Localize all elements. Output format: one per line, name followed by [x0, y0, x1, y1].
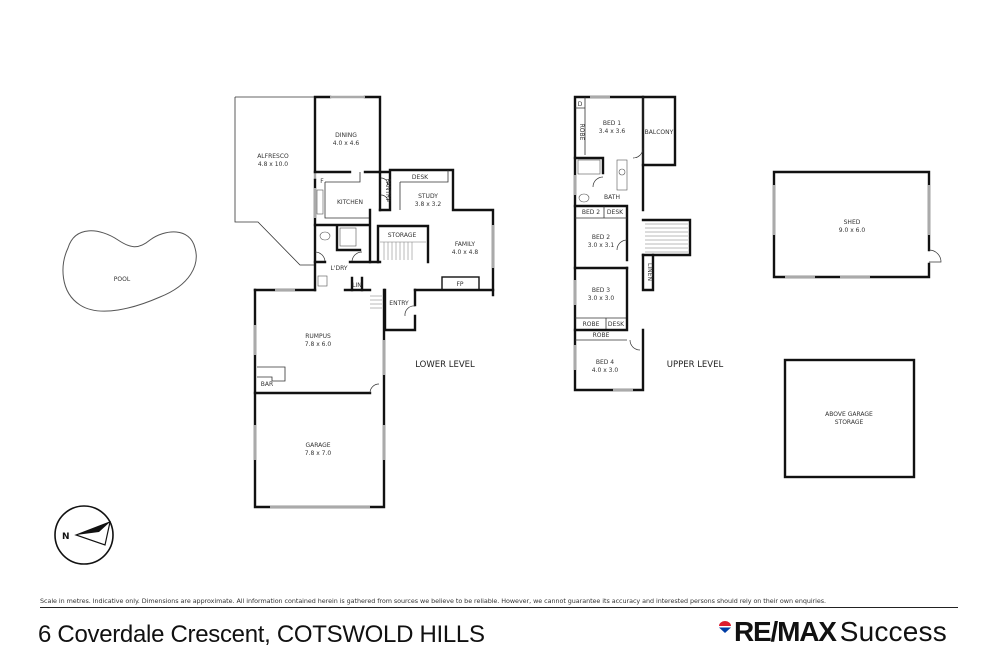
above-garage-storage: ABOVE GARAGE STORAGE [783, 358, 916, 479]
bed1-dims: 3.4 x 3.6 [599, 128, 626, 135]
remax-balloon-icon [719, 621, 731, 633]
bed1-d-label: D [578, 101, 583, 108]
bed2-dims: 3.0 x 3.1 [588, 242, 615, 249]
floor-plan: POOL F KITCHEN PANTRY DESK STUDY 3.8 x 3… [54, 95, 942, 565]
north-label: N [62, 532, 70, 542]
rumpus-dims: 7.8 x 6.0 [305, 341, 332, 348]
bed4-dims: 4.0 x 3.0 [592, 367, 619, 374]
brand-remax: RE/MAX [734, 616, 837, 647]
bed1-robe-label: ROBE [578, 124, 585, 141]
storage-label: STORAGE [388, 232, 417, 239]
alfresco-label: ALFRESCO [257, 153, 289, 160]
bath-label: BATH [604, 194, 620, 201]
above-garage-label: ABOVE GARAGE [825, 411, 873, 418]
kitchen-label: KITCHEN [337, 199, 363, 206]
pool: POOL [62, 230, 197, 312]
bed4-label: BED 4 [596, 359, 614, 366]
lower-stairs [380, 241, 426, 260]
fridge-label: F [320, 178, 324, 185]
pool-label: POOL [114, 276, 131, 283]
above-garage-label-2: STORAGE [835, 419, 864, 426]
brand-success: Success [839, 616, 947, 647]
bed1-label: BED 1 [603, 120, 621, 127]
bed3-label: BED 3 [592, 287, 610, 294]
shed-plan: SHED 9.0 x 6.0 [772, 170, 942, 279]
upper-level-plan: BALCONY D ROBE BED 1 3.4 x 3.6 BATH BED … [573, 95, 724, 392]
brand-logo: RE/MAX Success [718, 616, 947, 648]
family-label: FAMILY [455, 241, 475, 248]
entry-label: ENTRY [389, 300, 409, 307]
bed4-robe-label: ROBE [593, 332, 610, 339]
balcony-label: BALCONY [645, 129, 674, 136]
rumpus-label: RUMPUS [305, 333, 331, 340]
linen-label: LIN [352, 282, 362, 289]
bed3-dims: 3.0 x 3.0 [588, 295, 615, 302]
linen-label: LINEN [646, 263, 653, 281]
bar-label: BAR [261, 381, 273, 388]
compass-icon: N [54, 505, 114, 565]
garage-dims: 7.8 x 7.0 [305, 450, 332, 457]
lower-level-plan: F KITCHEN PANTRY DESK STUDY 3.8 x 3.2 ST… [234, 95, 495, 509]
bed2-desk-label: DESK [607, 209, 624, 216]
alfresco-dims: 4.8 x 10.0 [258, 161, 288, 168]
family-dims: 4.0 x 4.8 [452, 249, 479, 256]
disclaimer-text: Scale in metres. Indicative only. Dimens… [40, 597, 958, 608]
upper-level-label: UPPER LEVEL [667, 360, 724, 370]
dining-label: DINING [335, 132, 357, 139]
shed-dims: 9.0 x 6.0 [839, 227, 866, 234]
upper-stairs [645, 223, 688, 253]
garage-label: GARAGE [305, 442, 330, 449]
study-dims: 3.8 x 3.2 [415, 201, 442, 208]
bed2-robe-label: BED 2 [582, 209, 600, 216]
lower-level-label: LOWER LEVEL [415, 360, 475, 370]
dining-dims: 4.0 x 4.6 [333, 140, 360, 147]
fireplace-label: FP [456, 281, 463, 288]
bed3-robe-label: ROBE [583, 321, 600, 328]
laundry-label: L'DRY [330, 265, 347, 272]
bed2-label: BED 2 [592, 234, 610, 241]
study-label: STUDY [418, 193, 438, 200]
entry-steps [370, 295, 382, 309]
study-desk-label: DESK [412, 174, 429, 181]
bed3-desk-label: DESK [608, 321, 625, 328]
property-address: 6 Coverdale Crescent, COTSWOLD HILLS [38, 621, 485, 648]
shed-label: SHED [844, 219, 861, 226]
pantry-label: PANTRY [384, 179, 391, 202]
